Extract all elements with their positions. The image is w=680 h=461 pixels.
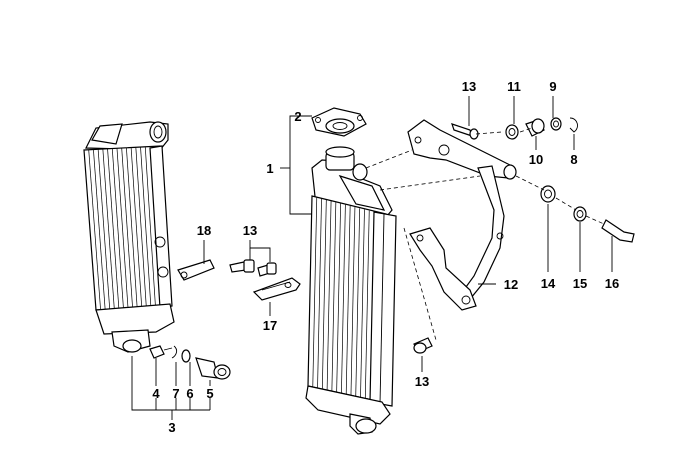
- radiator-fin: [364, 210, 370, 401]
- radiator-fin: [102, 149, 115, 309]
- leader-lines: [131, 96, 613, 420]
- bracket-12: [407, 119, 517, 311]
- radiator-fin: [317, 198, 322, 389]
- callout-2: 2: [294, 109, 301, 124]
- callout-9: 9: [549, 79, 556, 94]
- callout-17: 17: [263, 318, 277, 333]
- callout-5: 5: [206, 386, 213, 401]
- callout-16: 16: [605, 276, 619, 291]
- radiator-fin: [111, 148, 124, 309]
- callout-12: 12: [504, 277, 518, 292]
- upper-fasteners: [451, 117, 578, 140]
- bracket-17: [252, 277, 301, 301]
- radiator-fin: [312, 197, 318, 388]
- callout-labels: 1 2 3 4 5 6 7 8 9 10 11 12 13 13 13 14 1…: [152, 79, 619, 435]
- radiator-fin: [88, 149, 101, 310]
- radiator-fin: [360, 209, 365, 400]
- callout-7: 7: [172, 386, 179, 401]
- callout-6: 6: [186, 386, 193, 401]
- radiator-fin: [121, 148, 133, 308]
- radiator-fin: [97, 149, 111, 310]
- callout-13-lower: 13: [415, 374, 429, 389]
- radiator-fin: [135, 147, 147, 307]
- radiator-fin: [331, 202, 337, 393]
- callout-3: 3: [168, 420, 175, 435]
- radiator-fin: [355, 208, 361, 399]
- radiator-cap: [311, 107, 367, 137]
- radiator-fin: [107, 148, 120, 309]
- radiator-fin: [345, 205, 351, 396]
- callout-14: 14: [541, 276, 556, 291]
- radiator-fin: [326, 200, 332, 391]
- callout-4: 4: [152, 386, 160, 401]
- screw-13-lower: [413, 337, 433, 354]
- callout-10: 10: [529, 152, 543, 167]
- callout-11: 11: [507, 79, 521, 94]
- radiator-fin: [93, 149, 106, 310]
- radiator-fin: [130, 147, 143, 308]
- radiator-fin: [321, 199, 327, 390]
- radiator-fin: [336, 203, 341, 394]
- radiator-fin: [350, 207, 356, 398]
- radiator-fin: [341, 204, 346, 395]
- callout-13-top: 13: [462, 79, 476, 94]
- callout-1: 1: [266, 161, 273, 176]
- right-radiator: [305, 146, 397, 435]
- left-radiator: [83, 121, 175, 353]
- radiator-fin: [144, 147, 156, 307]
- callout-8: 8: [570, 152, 577, 167]
- drain-fittings: [149, 345, 231, 380]
- radiator-fin: [140, 147, 152, 307]
- callout-13-middle: 13: [243, 223, 257, 238]
- bracket-18: [177, 259, 215, 281]
- screws-13-middle: [229, 259, 277, 277]
- callout-18: 18: [197, 223, 211, 238]
- assembly-lines: [365, 127, 605, 341]
- radiator-fin: [116, 148, 129, 309]
- lower-fasteners: [540, 185, 635, 243]
- radiator-fin: [126, 148, 138, 308]
- callout-15: 15: [573, 276, 587, 291]
